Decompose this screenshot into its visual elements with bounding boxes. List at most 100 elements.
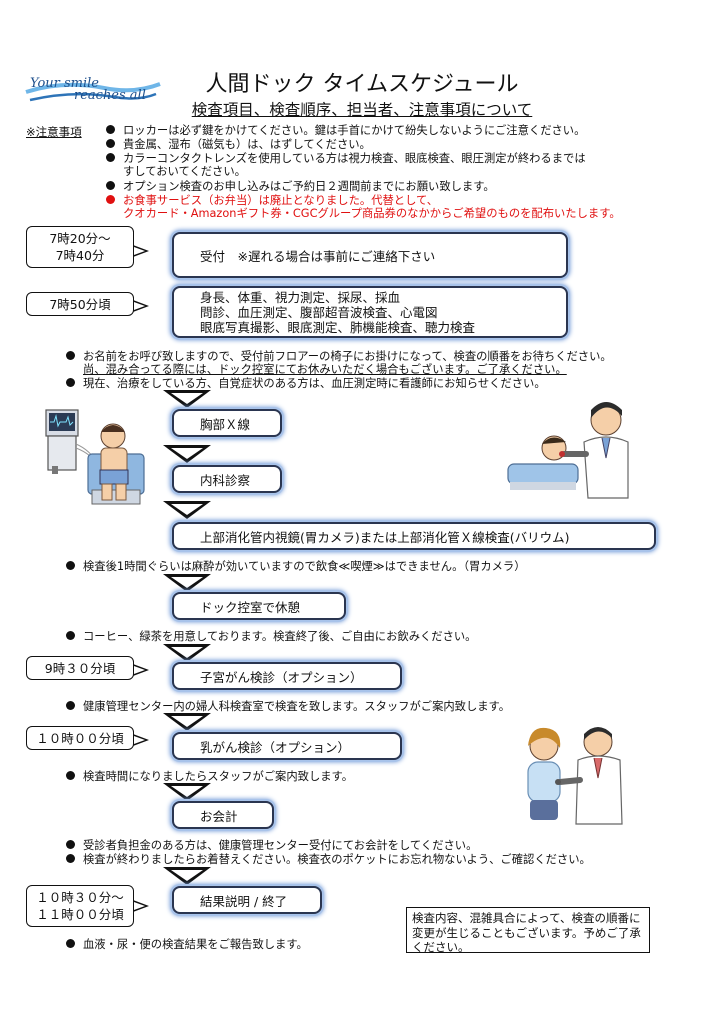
remark-continued: 尚、混み合ってる際には、ドック控室にてお休みいただく場合もございます。ご了承くだ… xyxy=(83,363,567,376)
step-rest: ドック控室で休憩 xyxy=(172,592,346,620)
bullet-icon xyxy=(66,561,75,570)
step-label: ドック控室で休憩 xyxy=(200,599,301,615)
step-chest-xray: 胸部Ｘ線 xyxy=(172,409,282,437)
bullet-icon xyxy=(66,378,75,387)
bullet-icon xyxy=(66,351,75,360)
bullet-icon xyxy=(66,771,75,780)
step-label: 眼底写真撮影、眼底測定、肺機能検査、聴力検査 xyxy=(200,319,476,335)
down-arrow-icon xyxy=(163,390,211,408)
callout-tail-icon xyxy=(133,900,149,912)
step-basic-exams: 身長、体重、視力測定、採尿、採血 問診、血圧測定、腹部超音波検査、心電図 眼底写… xyxy=(172,286,568,338)
remark: 受診者負担金のある方は、健康管理センター受付にてお会計をしてください。 xyxy=(66,837,477,853)
remark: 健康管理センター内の婦人科検査室で検査を致します。スタッフがご案内致します。 xyxy=(66,698,510,714)
time-callout-4: １０時００分頃 xyxy=(26,726,134,750)
note-item: 貴金属、湿布（磁気も）は、はずしてください。 xyxy=(106,138,371,152)
logo xyxy=(24,70,164,110)
doctor-patient-illustration-icon xyxy=(507,402,629,499)
remark-text: 現在、治療をしている方、自覚症状のある方は、血圧測定時に看護師にお知らせください… xyxy=(83,377,546,390)
remark: 検査後1時間ぐらいは麻酔が効いていますので飲食≪喫煙≫はできません。（胃カメラ） xyxy=(66,558,526,574)
step-payment: お会計 xyxy=(172,801,274,829)
step-breast-cancer: 乳がん検診（オプション） xyxy=(172,732,402,760)
time-callout-5: １０時３０分～ １１時００分頃 xyxy=(26,885,134,927)
note-text: オプション検査のお申し込みはご予約日２週間前までにお願い致します。 xyxy=(123,180,495,193)
time-label: 7時20分～ xyxy=(49,231,111,246)
logo-text-line2: reaches all xyxy=(74,88,146,103)
bullet-icon xyxy=(66,939,75,948)
step-label: 結果説明 / 終了 xyxy=(200,893,288,909)
step-label: 乳がん検診（オプション） xyxy=(200,739,351,755)
callout-tail-icon xyxy=(133,664,149,676)
remark: コーヒー、緑茶を用意しております。検査終了後、ご自由にお飲みください。 xyxy=(66,628,476,644)
note-text: お食事サービス（お弁当）は廃止となりました。代替として、 xyxy=(123,194,439,207)
down-arrow-icon xyxy=(163,644,211,662)
remark: 検査が終わりましたらお着替えください。検査衣のポケットにお忘れ物ないよう、ご確認… xyxy=(66,851,591,867)
remark-text: 検査時間になりましたらスタッフがご案内致します。 xyxy=(83,770,353,783)
note-text: ロッカーは必ず鍵をかけてください。鍵は手首にかけて紛失しないようにご注意ください… xyxy=(123,124,586,137)
step-uterine-cancer: 子宮がん検診（オプション） xyxy=(172,662,402,690)
callout-tail-icon xyxy=(133,300,149,312)
note-text-continued: すしておいてください。 xyxy=(123,165,246,178)
note-item: オプション検査のお申し込みはご予約日２週間前までにお願い致します。 xyxy=(106,180,495,194)
callout-tail-icon xyxy=(133,734,149,746)
step-label: 受付 ※遅れる場合は事前にご連絡下さい xyxy=(200,248,436,264)
callout-tail-icon xyxy=(133,245,149,257)
down-arrow-icon xyxy=(163,783,211,801)
notes-heading: ※注意事項 xyxy=(26,125,82,139)
ecg-patient-illustration-icon xyxy=(45,409,145,505)
logo-text-line1: Your smile xyxy=(30,76,100,91)
remark-text: 検査が終わりましたらお着替えください。検査衣のポケットにお忘れ物ないよう、ご確認… xyxy=(83,853,591,866)
remark-text: 健康管理センター内の婦人科検査室で検査を致します。スタッフがご案内致します。 xyxy=(83,700,511,713)
step-label: 上部消化管内視鏡(胃カメラ)または上部消化管Ｘ線検査(バリウム) xyxy=(200,529,570,545)
bullet-icon xyxy=(106,139,115,148)
time-label: １０時００分頃 xyxy=(36,730,124,746)
step-reception: 受付 ※遅れる場合は事前にご連絡下さい xyxy=(172,232,568,278)
time-label: １１時００分頃 xyxy=(36,907,124,922)
remark-text: 検査後1時間ぐらいは麻酔が効いていますので飲食≪喫煙≫はできません。（胃カメラ） xyxy=(83,560,526,573)
step-gastric-exam: 上部消化管内視鏡(胃カメラ)または上部消化管Ｘ線検査(バリウム) xyxy=(172,522,656,550)
remark: 血液・尿・便の検査結果をご報告致します。 xyxy=(66,936,308,952)
note-item: カラーコンタクトレンズを使用している方は視力検査、眼底検査、眼圧測定が終わるまで… xyxy=(106,152,586,166)
bullet-icon xyxy=(106,181,115,190)
step-internal-exam: 内科診察 xyxy=(172,465,282,493)
step-label: 子宮がん検診（オプション） xyxy=(200,669,363,685)
step-label: お会計 xyxy=(200,808,238,824)
subtitle-text: 検査項目、検査順序、担当者、注意事項について xyxy=(191,101,533,119)
down-arrow-icon xyxy=(163,445,211,463)
down-arrow-icon xyxy=(163,501,211,519)
note-text: カラーコンタクトレンズを使用している方は視力検査、眼底検査、眼圧測定が終わるまで… xyxy=(123,152,586,165)
remark: 現在、治療をしている方、自覚症状のある方は、血圧測定時に看護師にお知らせください… xyxy=(66,375,546,391)
remark-text: 血液・尿・便の検査結果をご報告致します。 xyxy=(83,938,308,951)
time-callout-1: 7時20分～ 7時40分 xyxy=(26,226,134,268)
time-label: 9時３０分頃 xyxy=(44,660,116,676)
note-text-continued: クオカード・Amazonギフト券・CGCグループ商品券のなかからご希望のものを配… xyxy=(123,207,621,220)
order-change-note: 検査内容、混雑具合によって、検査の順番に 変更が生じることもございます。予めご了… xyxy=(406,907,650,954)
bullet-icon xyxy=(66,631,75,640)
down-arrow-icon xyxy=(163,574,211,592)
time-callout-2: 7時50分頃 xyxy=(26,292,134,316)
step-label: 問診、血圧測定、腹部超音波検査、心電図 xyxy=(200,304,438,320)
breast-exam-illustration-icon xyxy=(527,727,623,825)
note-line: 変更が生じることもございます。予めご了承 xyxy=(412,925,641,940)
remark: 検査時間になりましたらスタッフがご案内致します。 xyxy=(66,768,353,784)
step-result: 結果説明 / 終了 xyxy=(172,886,322,914)
note-line: ください。 xyxy=(412,940,470,954)
bullet-icon xyxy=(106,195,115,204)
bullet-icon xyxy=(66,701,75,710)
page-subtitle: 検査項目、検査順序、担当者、注意事項について xyxy=(0,98,724,120)
step-label: 身長、体重、視力測定、採尿、採血 xyxy=(200,289,401,305)
logo-swoosh-icon xyxy=(25,82,161,102)
down-arrow-icon xyxy=(163,867,211,885)
remark: お名前をお呼び致しますので、受付前フロアーの椅子にお掛けになって、検査の順番をお… xyxy=(66,348,612,364)
time-label: １０時３０分～ xyxy=(36,890,124,905)
note-text: 貴金属、湿布（磁気も）は、はずしてください。 xyxy=(123,138,371,151)
bullet-icon xyxy=(66,854,75,863)
step-label: 内科診察 xyxy=(200,472,251,488)
remark-text: コーヒー、緑茶を用意しております。検査終了後、ご自由にお飲みください。 xyxy=(83,630,477,643)
down-arrow-icon xyxy=(163,713,211,731)
note-item: ロッカーは必ず鍵をかけてください。鍵は手首にかけて紛失しないようにご注意ください… xyxy=(106,124,585,138)
note-line: 検査内容、混雑具合によって、検査の順番に xyxy=(412,911,641,925)
step-label: 胸部Ｘ線 xyxy=(200,416,251,432)
note-item-warning: お食事サービス（お弁当）は廃止となりました。代替として、 xyxy=(106,194,438,208)
bullet-icon xyxy=(106,125,115,134)
time-label: 7時50分頃 xyxy=(49,296,111,312)
